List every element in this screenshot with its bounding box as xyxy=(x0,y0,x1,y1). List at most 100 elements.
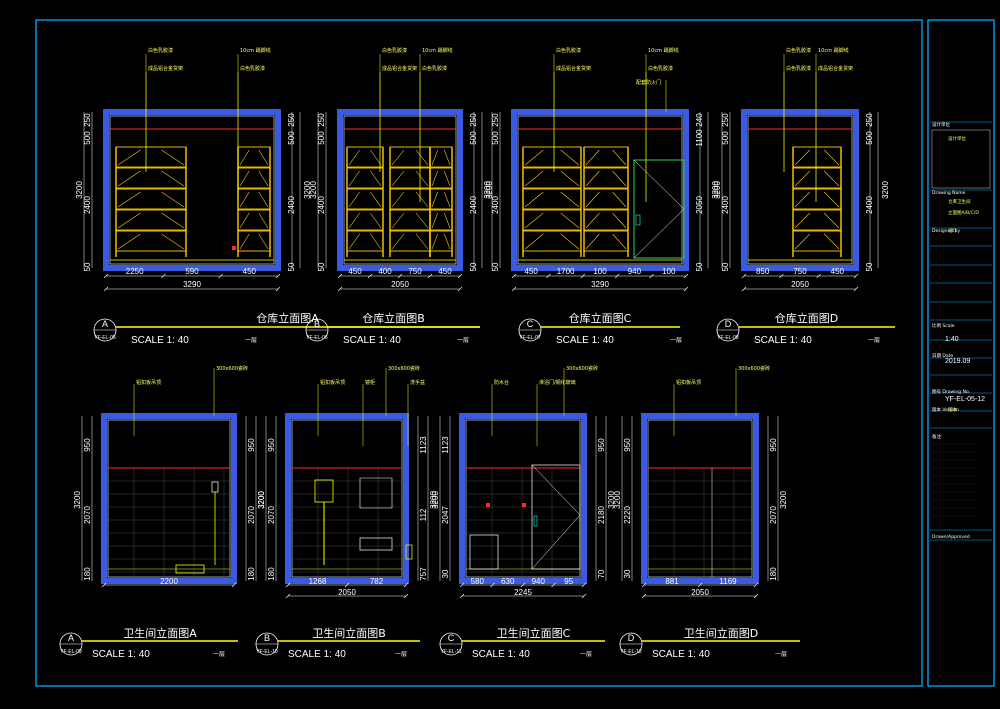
dim-side-label: 2220 xyxy=(623,506,632,524)
shelf-brace xyxy=(348,149,360,166)
note-text: 配套防火门 xyxy=(636,79,661,86)
dim-side-label: 3200 xyxy=(881,181,890,199)
tb-value: 版本 xyxy=(948,406,957,413)
dim-side-label: 2180 xyxy=(597,506,606,524)
dim-label: 940 xyxy=(628,267,642,276)
shelf-brace xyxy=(258,149,269,166)
dim-tick xyxy=(779,273,784,279)
shelf-brace xyxy=(444,233,451,250)
dim-tick xyxy=(614,273,620,279)
dim-side-label: 112 xyxy=(419,508,428,521)
door-swing xyxy=(531,464,581,516)
dim-side-label: 50 xyxy=(491,262,500,271)
note-text: 洗手盆 xyxy=(410,379,425,386)
tb-value: 2019.09 xyxy=(945,358,970,365)
shelf-brace xyxy=(585,212,600,229)
bubble-letter: B xyxy=(264,633,270,643)
dim-side-label: 950 xyxy=(83,438,92,452)
dim-side-label: 2400 xyxy=(469,196,478,214)
scale-text: SCALE 1: 40 xyxy=(92,649,150,660)
bubble-code: YF-EL-09 xyxy=(60,649,82,655)
note-text: 镜柜 xyxy=(365,379,375,386)
basin xyxy=(359,537,393,551)
dim-tick xyxy=(231,582,237,588)
shelf-brace xyxy=(560,191,580,208)
dim-side-label: 500 xyxy=(469,131,478,145)
floor-text: 一层 xyxy=(395,651,407,658)
dim-tick xyxy=(285,593,291,599)
dim-tick xyxy=(520,582,526,588)
dim-tick xyxy=(741,286,747,292)
door-swing xyxy=(633,208,685,259)
dim-side-label: 2400 xyxy=(317,196,326,214)
dim-side-label: 2047 xyxy=(441,506,450,524)
dim-tick xyxy=(403,593,409,599)
dim-side-label: 2400 xyxy=(83,196,92,214)
shelf-brace xyxy=(612,170,627,187)
bubble-letter: A xyxy=(102,319,108,329)
dim-side-label: 50 xyxy=(83,262,92,271)
dim-side-label: 250 xyxy=(317,113,326,127)
dim-label: 100 xyxy=(662,267,676,276)
title-block-border xyxy=(927,19,995,687)
dim-side-label: 500 xyxy=(721,131,730,145)
dim-tick xyxy=(367,273,373,279)
dim-side-label: 3200 xyxy=(75,181,84,199)
dim-side-label: 180 xyxy=(247,567,256,581)
dim-side-label: 250 xyxy=(287,113,296,127)
room-outline xyxy=(291,419,403,578)
dim-tick xyxy=(551,582,556,588)
shelf-brace xyxy=(117,191,141,208)
dim-side-label: 950 xyxy=(597,438,606,452)
note-text: 白色乳胶漆 xyxy=(422,65,447,72)
shelf-brace xyxy=(560,212,580,229)
shelf-brace xyxy=(415,170,429,187)
bubble-code: YF-EL-08 xyxy=(717,335,739,341)
dim-side-label: 2050 xyxy=(695,196,704,214)
shelf-brace xyxy=(391,170,405,187)
tb-label: 图号 Drawing No. xyxy=(932,389,970,395)
shelf-brace xyxy=(415,191,429,208)
dim-side-label: 3200 xyxy=(485,181,494,199)
floor-text: 一层 xyxy=(213,651,225,658)
shelf-brace xyxy=(794,191,811,208)
shelf-brace xyxy=(161,233,185,250)
bubble-letter: D xyxy=(628,633,635,643)
shelf-brace xyxy=(258,212,269,229)
shelf-brace xyxy=(524,191,544,208)
shelf-brace xyxy=(348,212,360,229)
shelf-brace xyxy=(161,212,185,229)
dim-tick xyxy=(103,273,109,279)
floor-text: 一层 xyxy=(245,337,257,344)
logo-box xyxy=(931,129,991,189)
shelf-brace xyxy=(391,233,405,250)
dim-side-label: 50 xyxy=(317,262,326,271)
dim-side-label: 950 xyxy=(623,438,632,452)
scale-text: SCALE 1: 40 xyxy=(343,335,401,346)
bubble-letter: B xyxy=(314,319,320,329)
dim-side-label: 250 xyxy=(721,113,730,127)
elevation-title: 仓库立面图D xyxy=(775,311,838,325)
wall-outline xyxy=(741,109,859,271)
dim-side-label: 757 xyxy=(419,567,428,581)
dim-side-label: 240 xyxy=(695,113,704,127)
note-text: 白色乳胶漆 xyxy=(556,47,581,54)
dim-side-label: 2070 xyxy=(267,506,276,524)
dim-label: 590 xyxy=(185,267,199,276)
main-border xyxy=(35,19,923,687)
bubble-code: YF-EL-10 xyxy=(256,649,278,655)
floor-text: 一层 xyxy=(580,651,592,658)
note-text: 10cm 踢脚线 xyxy=(648,47,679,54)
shelf-brace xyxy=(161,149,185,166)
dim-side-label: 2400 xyxy=(287,196,296,214)
wall-outline xyxy=(101,413,237,584)
wall-outline xyxy=(285,413,409,584)
dim-side-label: 3200 xyxy=(431,491,440,509)
shelf-brace xyxy=(431,170,438,187)
dim-side-label: 500 xyxy=(317,131,326,145)
